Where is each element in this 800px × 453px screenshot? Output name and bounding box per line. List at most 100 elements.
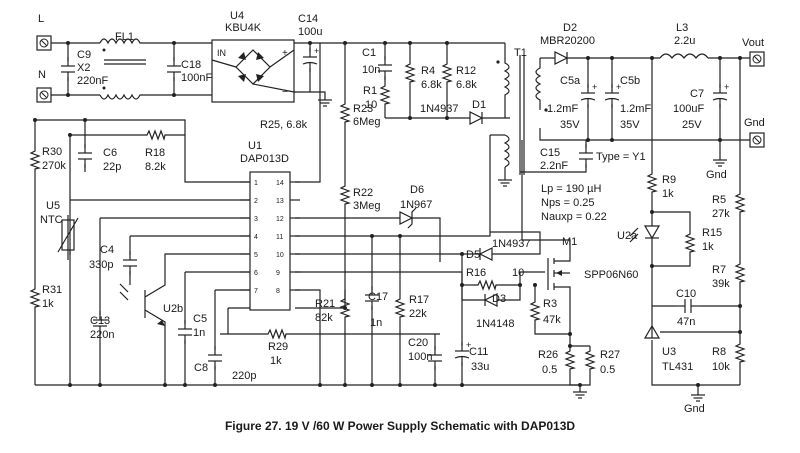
d5-value: 1N4937 (492, 238, 531, 250)
r31-value: 1k (42, 298, 54, 310)
c5-value: 1n (193, 327, 205, 339)
u1-pin-label-3: 3 (254, 216, 258, 223)
d5-ref: D5 (466, 249, 480, 261)
u5-ref: U5 (46, 200, 60, 212)
r23-value: 6Meg (353, 116, 381, 128)
c13-value: 220n (90, 329, 114, 341)
terminal-n-label: N (38, 69, 46, 81)
c5b-value: 1.2mF (620, 103, 651, 115)
u1-pin-label-5: 5 (254, 252, 258, 259)
c5a-ref: C5a (560, 75, 581, 87)
u1-pin-label-12: 12 (276, 216, 284, 223)
u4-pin-minus: − (282, 87, 288, 98)
terminal-gnd (749, 132, 765, 148)
l3-ref: L3 (676, 22, 688, 34)
u4-ref: U4 (230, 10, 244, 22)
u1-pin-label-10: 10 (276, 252, 284, 259)
c9-type: X2 (77, 62, 90, 74)
r15-value: 1k (702, 241, 714, 253)
r17-ref: R17 (409, 294, 429, 306)
r8-value: 10k (712, 361, 730, 373)
c15-value: 2.2nF (540, 160, 568, 172)
u1-pin-label-13: 13 (276, 198, 284, 205)
u1-pin-label-2: 2 (254, 198, 258, 205)
c5a-voltage: 35V (560, 119, 580, 131)
u3-value: TL431 (662, 361, 693, 373)
u4-pin-plus: + (282, 48, 288, 59)
c20-value: 100n (408, 351, 432, 363)
controller-u1 (249, 171, 291, 311)
emi-filter (51, 38, 212, 100)
u1-value: DAP013D (240, 153, 289, 165)
c18-value: 100nF (181, 72, 212, 84)
transformer-t1 (489, 43, 548, 232)
c14-value: 100u (298, 26, 322, 38)
r9-value: 1k (662, 188, 674, 200)
c17-value: 1n (370, 317, 382, 329)
u1-pin-label-14: 14 (276, 180, 284, 187)
u1-pin-label-7: 7 (254, 288, 258, 295)
spec-nps: Nps = 0.25 (541, 197, 595, 209)
r7-value: 39k (712, 278, 730, 290)
c7-value: 100uF (673, 103, 704, 115)
r22-ref: R22 (353, 187, 373, 199)
bridge-rectifier-u4 (211, 39, 295, 103)
r5-ref: R5 (712, 194, 726, 206)
d1-value: 1N4937 (420, 103, 459, 115)
c7-voltage: 25V (682, 119, 702, 131)
r16-ref: R16 (466, 267, 486, 279)
u1-ref: U1 (248, 140, 262, 152)
c5-ref: C5 (193, 313, 207, 325)
c5a-value: 1.2mF (547, 103, 578, 115)
r27-ref: R27 (600, 349, 620, 361)
c6-value: 22p (103, 161, 121, 173)
terminal-n (36, 87, 52, 103)
r27-value: 0.5 (600, 364, 615, 376)
u1-pin-label-8: 8 (276, 288, 280, 295)
c11-ref: C11 (469, 346, 488, 358)
terminal-gnd-label: Gnd (744, 117, 765, 129)
u4-pin-in: IN (217, 48, 226, 58)
c6-ref: C6 (103, 147, 117, 159)
m1-ref: M1 (562, 236, 577, 248)
d2-value: MBR20200 (540, 35, 595, 47)
terminal-l (36, 35, 52, 51)
r29-ref: R29 (268, 341, 288, 353)
r1-ref: R1 (363, 85, 377, 97)
terminal-vout-label: Vout (742, 37, 764, 49)
c5b-voltage: 35V (620, 119, 640, 131)
c8-ref: C8 (194, 362, 208, 374)
c15-type: Type = Y1 (596, 151, 646, 163)
r22-value: 3Meg (353, 200, 381, 212)
r30-value: 270k (42, 160, 66, 172)
c5b-ref: C5b (620, 75, 640, 87)
r23-ref: R23 (353, 103, 373, 115)
r31-ref: R31 (42, 284, 62, 296)
c13-ref: C13 (90, 315, 110, 327)
r4-value: 6.8k (421, 79, 442, 91)
r26-ref: R26 (538, 349, 558, 361)
r3-value: 47k (543, 314, 561, 326)
r12-value: 6.8k (456, 79, 477, 91)
c9-ref: C9 (77, 49, 91, 61)
c14-ref: C14 (298, 13, 318, 25)
d6-value: 1N967 (400, 199, 432, 211)
c17-ref: C17 (368, 291, 388, 303)
r16-value: 10 (512, 267, 524, 279)
r5-value: 27k (712, 208, 730, 220)
d3-ref: D3 (492, 293, 506, 305)
r7-ref: R7 (712, 264, 726, 276)
u3-ref: U3 (662, 346, 676, 358)
t1-ref: T1 (514, 47, 527, 59)
terminal-vout (749, 51, 765, 67)
c4-ref: C4 (100, 244, 114, 256)
terminal-l-label: L (38, 13, 44, 25)
u2a-ref: U2a (617, 230, 638, 242)
c15-ref: C15 (540, 147, 560, 159)
u1-pin-label-11: 11 (276, 234, 283, 241)
figure-caption: Figure 27. 19 V /60 W Power Supply Schem… (225, 419, 575, 433)
r21-ref: R21 (315, 298, 335, 310)
c9-value: 220nF (77, 75, 108, 87)
r4-ref: R4 (421, 65, 435, 77)
